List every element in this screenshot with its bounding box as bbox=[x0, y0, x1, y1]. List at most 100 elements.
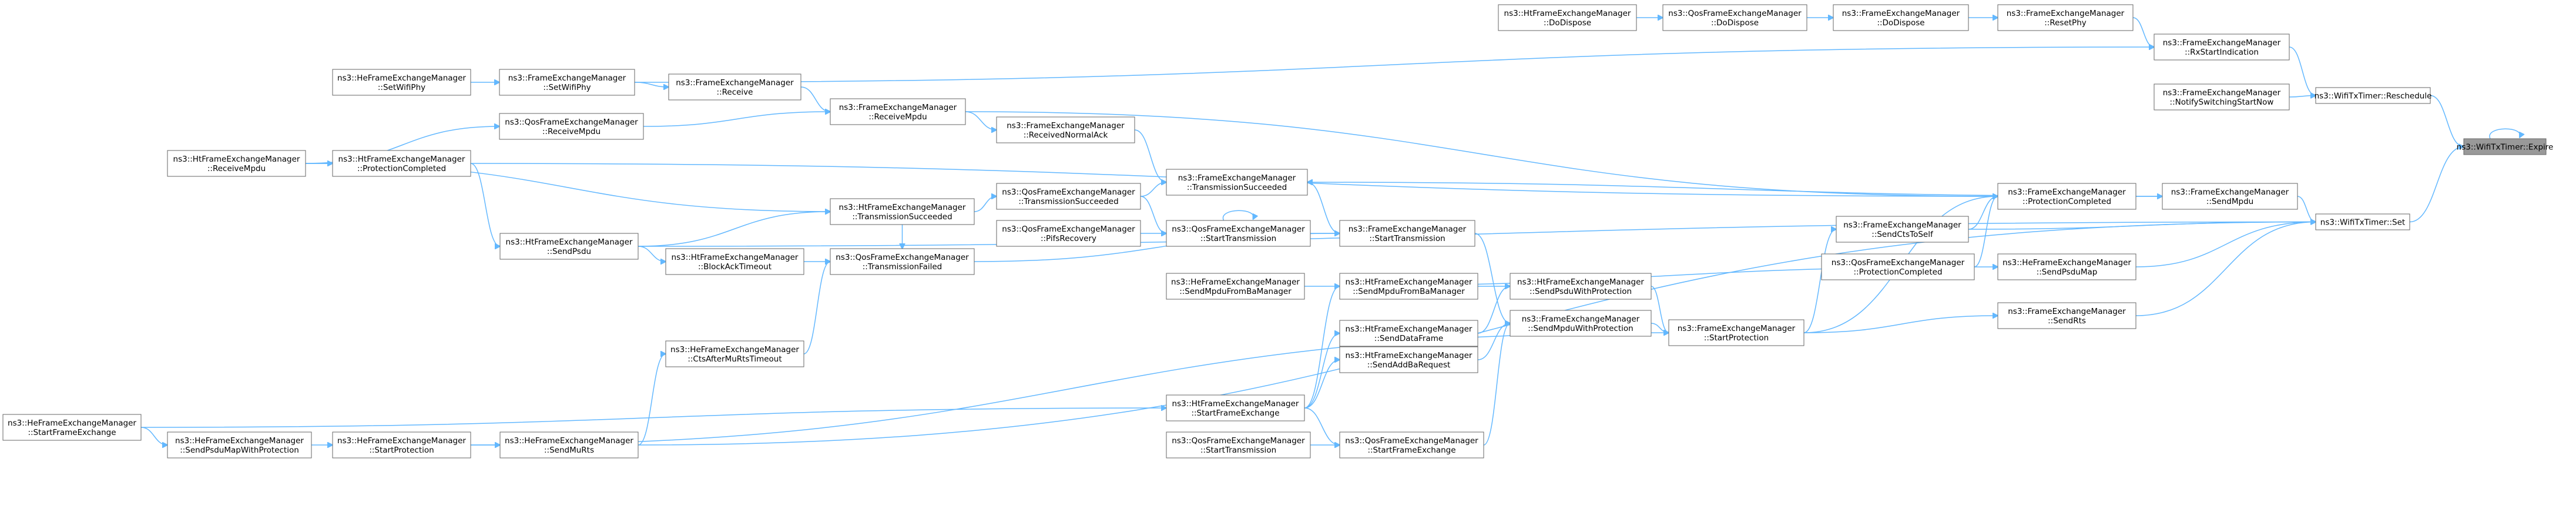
edge-line bbox=[638, 246, 666, 262]
node-fem_starttx[interactable]: ns3::FrameExchangeManager::StartTransmis… bbox=[1339, 220, 1475, 247]
node-label: ::SendPsdu bbox=[547, 247, 591, 256]
node-notifyswitch[interactable]: ns3::FrameExchangeManager::NotifySwitchi… bbox=[2154, 83, 2290, 111]
node-layer: ns3::WifiTxTimer::Expirens3::WifiTxTimer… bbox=[2, 4, 2553, 459]
node-label: ::PifsRecovery bbox=[1041, 234, 1096, 243]
node-fem_sendmpduwithprot[interactable]: ns3::FrameExchangeManager::SendMpduWithP… bbox=[1510, 310, 1652, 337]
node-fem_sendctstoself[interactable]: ns3::FrameExchangeManager::SendCtsToSelf bbox=[1836, 216, 1969, 243]
edge-line bbox=[1483, 323, 1510, 446]
node-fem_setwifiphy[interactable]: ns3::FrameExchangeManager::SetWifiPhy bbox=[499, 69, 635, 96]
node-qos_txfailed[interactable]: ns3::QosFrameExchangeManager::Transmissi… bbox=[830, 248, 975, 275]
node-box bbox=[2315, 213, 2410, 230]
node-resetphy[interactable]: ns3::FrameExchangeManager::ResetPhy bbox=[1997, 4, 2134, 31]
node-box bbox=[1339, 320, 1478, 347]
node-qos_txsucceeded[interactable]: ns3::QosFrameExchangeManager::Transmissi… bbox=[996, 183, 1141, 210]
edge-qos_txsucceeded-to-qos_starttx_a bbox=[1140, 196, 1166, 233]
node-ht_senddataframe[interactable]: ns3::HtFrameExchangeManager::SendDataFra… bbox=[1339, 320, 1478, 347]
node-rxstart[interactable]: ns3::FrameExchangeManager::RxStartIndica… bbox=[2154, 34, 2290, 61]
node-box bbox=[668, 73, 801, 101]
node-label: ns3::QosFrameExchangeManager bbox=[1345, 436, 1478, 446]
node-label: ::CtsAfterMuRtsTimeout bbox=[687, 354, 781, 364]
node-label: ::ProtectionCompleted bbox=[1853, 267, 1942, 277]
node-label: ns3::FrameExchangeManager bbox=[2163, 38, 2281, 48]
node-qos_dodispose[interactable]: ns3::QosFrameExchangeManager::DoDispose bbox=[1662, 4, 1807, 31]
node-box bbox=[1821, 253, 1975, 280]
node-box bbox=[1997, 302, 2136, 329]
edge-line bbox=[638, 212, 830, 247]
node-fem_startprotection[interactable]: ns3::FrameExchangeManager::StartProtecti… bbox=[1668, 319, 1804, 346]
edge-line bbox=[1651, 286, 1669, 333]
node-label: ns3::HtFrameExchangeManager bbox=[1346, 351, 1473, 360]
node-he_startframeexch[interactable]: ns3::HeFrameExchangeManager::StartFrameE… bbox=[2, 414, 142, 441]
edge-expire-to-expire bbox=[2489, 128, 2520, 139]
edge-qos_starttx_a-to-qos_starttx_a bbox=[1222, 210, 1254, 221]
node-ht_blockacktimeout[interactable]: ns3::HtFrameExchangeManager::BlockAckTim… bbox=[665, 248, 804, 275]
node-fem_sendmpdu[interactable]: ns3::FrameExchangeManager::SendMpdu bbox=[2162, 183, 2298, 210]
node-ht_sendmpdufrombam[interactable]: ns3::HtFrameExchangeManager::SendMpduFro… bbox=[1339, 273, 1478, 300]
node-box bbox=[2154, 34, 2290, 61]
node-qos_starttx_b[interactable]: ns3::QosFrameExchangeManager::StartTrans… bbox=[1166, 431, 1311, 459]
node-he_sendpsdumap[interactable]: ns3::HeFrameExchangeManager::SendPsduMap bbox=[1997, 253, 2136, 280]
edge-line bbox=[800, 86, 830, 112]
node-he_startprotection[interactable]: ns3::HeFrameExchangeManager::StartProtec… bbox=[332, 431, 471, 459]
edge-line bbox=[2132, 17, 2154, 47]
node-box bbox=[1166, 273, 1305, 300]
node-he_sendmurts[interactable]: ns3::HeFrameExchangeManager::SendMuRts bbox=[499, 431, 639, 459]
edge-qos_receivempdu-to-fem_receivempdu bbox=[643, 112, 830, 127]
edge-ht_startframeexch-to-ht_sendaddbareq bbox=[1304, 360, 1340, 409]
edge-fem_receivempdu-to-fem_receivednormalack bbox=[965, 111, 997, 130]
node-ht_sendpsdu[interactable]: ns3::HtFrameExchangeManager::SendPsdu bbox=[499, 233, 639, 260]
edge-fem_setwifiphy-to-rxstart bbox=[634, 47, 2154, 83]
node-ht_dodispose[interactable]: ns3::HtFrameExchangeManager::DoDispose bbox=[1498, 4, 1637, 31]
node-qos_protcompleted[interactable]: ns3::QosFrameExchangeManager::Protection… bbox=[1821, 253, 1975, 280]
node-fem_receive[interactable]: ns3::FrameExchangeManager::Receive bbox=[668, 73, 801, 101]
node-he_setwifiphy[interactable]: ns3::HeFrameExchangeManager::SetWifiPhy bbox=[332, 69, 471, 96]
node-label: ::ReceiveMpdu bbox=[868, 112, 927, 122]
edge-line bbox=[634, 47, 2154, 83]
node-ht_sendaddbareq[interactable]: ns3::HtFrameExchangeManager::SendAddBaRe… bbox=[1339, 346, 1478, 373]
node-label: ns3::HeFrameExchangeManager bbox=[2003, 258, 2131, 267]
edge-ht_protcompleted-to-ht_sendpsdu bbox=[470, 163, 500, 246]
node-qos_startframeexch[interactable]: ns3::QosFrameExchangeManager::StartFrame… bbox=[1339, 431, 1484, 459]
node-label: ns3::FrameExchangeManager bbox=[1678, 324, 1796, 333]
node-ht_sendpsduwithprot[interactable]: ns3::HtFrameExchangeManager::SendPsduWit… bbox=[1510, 273, 1652, 300]
node-qos_starttx_a[interactable]: ns3::QosFrameExchangeManager::StartTrans… bbox=[1166, 220, 1311, 247]
node-qos_receivempdu[interactable]: ns3::QosFrameExchangeManager::ReceiveMpd… bbox=[499, 113, 644, 140]
node-box bbox=[1166, 220, 1311, 247]
node-reschedule[interactable]: ns3::WifiTxTimer::Reschedule bbox=[2315, 87, 2432, 104]
node-label: ::SendMpdu bbox=[2206, 197, 2253, 206]
edge-he_sendpsdumap-to-set bbox=[2135, 222, 2316, 267]
node-he_sendmpdufrombam[interactable]: ns3::HeFrameExchangeManager::SendMpduFro… bbox=[1166, 273, 1305, 300]
node-he_ctsaftermurts[interactable]: ns3::HeFrameExchangeManager::CtsAfterMuR… bbox=[665, 340, 804, 367]
node-ht_receivempdu[interactable]: ns3::HtFrameExchangeManager::ReceiveMpdu bbox=[167, 150, 306, 177]
node-label: ns3::QosFrameExchangeManager bbox=[1002, 225, 1135, 234]
node-fem_txsucceeded[interactable]: ns3::FrameExchangeManager::TransmissionS… bbox=[1166, 169, 1308, 196]
node-box bbox=[665, 248, 804, 275]
node-box bbox=[996, 220, 1141, 247]
node-fem_receivempdu[interactable]: ns3::FrameExchangeManager::ReceiveMpdu bbox=[830, 98, 966, 125]
node-set[interactable]: ns3::WifiTxTimer::Set bbox=[2315, 213, 2410, 230]
edge-line bbox=[470, 163, 500, 246]
node-ht_startframeexch[interactable]: ns3::HtFrameExchangeManager::StartFrameE… bbox=[1166, 394, 1305, 421]
edge-reschedule-to-expire bbox=[2430, 95, 2464, 147]
edge-line bbox=[1307, 182, 1340, 234]
node-qos_pifsrecovery[interactable]: ns3::QosFrameExchangeManager::PifsRecove… bbox=[996, 220, 1141, 247]
edge-line bbox=[1134, 129, 1166, 182]
node-label: ns3::HeFrameExchangeManager bbox=[337, 73, 466, 83]
node-he_sendpsdumapwithprot[interactable]: ns3::HeFrameExchangeManager::SendPsduMap… bbox=[167, 431, 312, 459]
node-label: ::SendPsduMapWithProtection bbox=[180, 446, 299, 455]
node-label: ns3::QosFrameExchangeManager bbox=[505, 118, 638, 127]
edge-line bbox=[2409, 147, 2464, 223]
node-fem_protcompleted[interactable]: ns3::FrameExchangeManager::ProtectionCom… bbox=[1997, 183, 2136, 210]
edge-line bbox=[2135, 222, 2316, 267]
node-label: ::StartFrameExchange bbox=[28, 428, 116, 437]
node-label: ::SendAddBaRequest bbox=[1367, 360, 1451, 370]
edge-resetphy-to-rxstart bbox=[2132, 17, 2154, 47]
node-ht_protcompleted[interactable]: ns3::HtFrameExchangeManager::ProtectionC… bbox=[332, 150, 471, 177]
node-box bbox=[830, 98, 966, 125]
node-fem_sendrts[interactable]: ns3::FrameExchangeManager::SendRts bbox=[1997, 302, 2136, 329]
node-ht_txsucceeded[interactable]: ns3::HtFrameExchangeManager::Transmissio… bbox=[830, 198, 975, 225]
node-fem_receivednormalack[interactable]: ns3::FrameExchangeManager::ReceivedNorma… bbox=[996, 116, 1135, 143]
node-label: ns3::HtFrameExchangeManager bbox=[1346, 324, 1473, 334]
node-fem_dodispose[interactable]: ns3::FrameExchangeManager::DoDispose bbox=[1833, 4, 1969, 31]
node-label: ::SendMuRts bbox=[544, 446, 594, 455]
